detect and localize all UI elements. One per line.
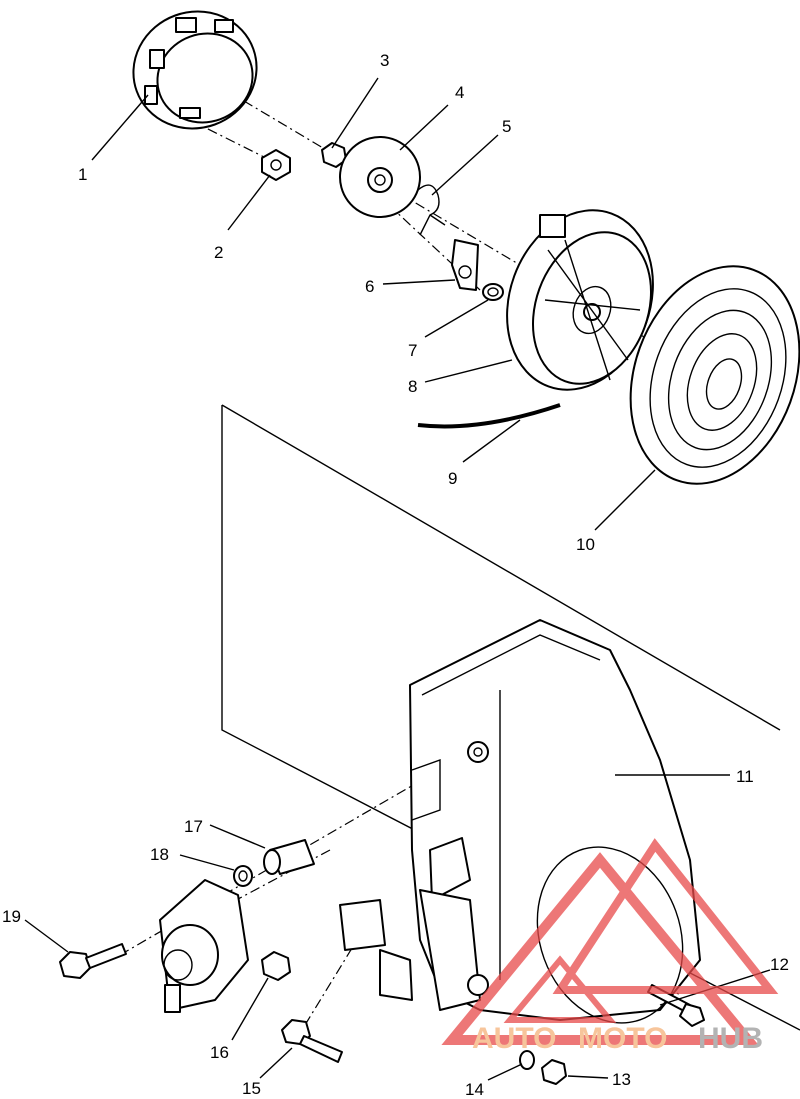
callout-10: 10 — [576, 535, 595, 554]
pawl-part-6 — [451, 239, 479, 291]
callout-12: 12 — [770, 955, 789, 974]
nut-part-16 — [261, 951, 291, 981]
callout-14: 14 — [465, 1080, 484, 1099]
nut-part-2 — [261, 149, 291, 181]
spring-part-7 — [482, 283, 504, 301]
callout-13: 13 — [612, 1070, 631, 1089]
callout-2: 2 — [214, 243, 223, 262]
callout-1: 1 — [78, 165, 87, 184]
callout-8: 8 — [408, 377, 417, 396]
starter-cup-part — [132, 10, 258, 130]
rope-part-9 — [417, 403, 561, 429]
bolt-part-19 — [59, 943, 127, 979]
callout-11: 11 — [736, 767, 754, 786]
bushing-part-17 — [263, 839, 315, 875]
washer-part-14 — [519, 1050, 535, 1070]
pulley-part-8 — [506, 209, 654, 391]
watermark-word-moto: MOTO — [578, 1022, 667, 1055]
callout-4: 4 — [455, 83, 464, 102]
callout-15: 15 — [242, 1079, 261, 1098]
callout-7: 7 — [408, 341, 417, 360]
leader-lines — [24, 77, 771, 1081]
recoil-spring-part-10 — [629, 265, 800, 485]
watermark-word-hub: HUB — [698, 1022, 763, 1055]
callout-5: 5 — [502, 117, 511, 136]
plate-part-4 — [339, 136, 421, 218]
callout-17: 17 — [184, 817, 203, 836]
bolt-part-15 — [281, 1019, 343, 1063]
callout-9: 9 — [448, 469, 457, 488]
callout-3: 3 — [380, 51, 389, 70]
watermark-word-auto: AUTO — [472, 1022, 556, 1055]
callout-16: 16 — [210, 1043, 229, 1062]
callout-19: 19 — [2, 907, 21, 926]
fuel-pump-assembly — [159, 879, 249, 1013]
o-ring-part-18 — [233, 865, 253, 887]
callout-numbers: 1 2 3 4 5 6 7 8 9 10 11 12 13 14 15 16 1… — [2, 51, 789, 1099]
callout-18: 18 — [150, 845, 169, 864]
spring-clip-part-5 — [417, 184, 446, 236]
blower-housing-part-11 — [339, 619, 701, 1024]
callout-6: 6 — [365, 277, 374, 296]
nut-part-13 — [541, 1059, 567, 1085]
watermark-logo: AUTO MOTO HUB — [441, 838, 779, 1055]
